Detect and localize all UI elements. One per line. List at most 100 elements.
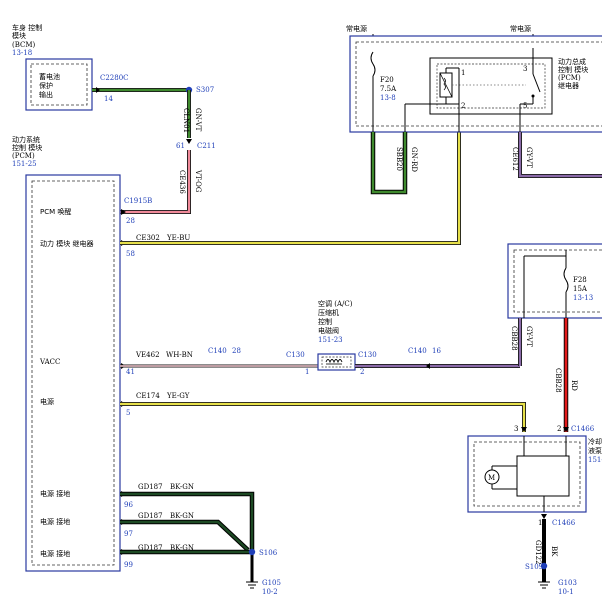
wire-ce436 xyxy=(120,150,191,214)
pcm-title-2: 控制 模块 xyxy=(12,143,42,152)
f28-ref: 13-13 xyxy=(573,294,593,302)
bcm-ref: 13-18 xyxy=(12,49,32,57)
hot-right: 常电源 xyxy=(510,24,531,33)
cbb28-top-circuit: CBB28 xyxy=(510,326,518,351)
f20-name: F20 xyxy=(380,76,394,84)
wire-sbb20 xyxy=(370,132,408,195)
g105-label: G105 xyxy=(262,579,281,587)
gd187-2-circuit: GD187 xyxy=(138,512,163,520)
relay-box[interactable] xyxy=(349,35,602,133)
bcm-pin: 14 xyxy=(104,95,113,103)
ce612-color: GY-VT xyxy=(525,147,533,168)
pcm-ref: 151-25 xyxy=(12,160,37,168)
bcm-inner xyxy=(30,63,88,106)
pcm-row-gnd3-pin: 99 xyxy=(124,561,133,569)
fan-conn: C1466 xyxy=(571,425,595,433)
bcm-inner-3: 输出 xyxy=(39,90,53,99)
ce174-circuit: CE174 xyxy=(136,392,160,400)
ve462-color: WH-BN xyxy=(166,351,193,359)
gd187-3-circuit: GD187 xyxy=(138,544,163,552)
bcm-conn: C2280C xyxy=(100,74,129,82)
ce436-color: VT-OG xyxy=(194,169,202,193)
ac-title-2: 压缩机 xyxy=(318,308,339,317)
fuse-f20[interactable] xyxy=(370,51,376,132)
fuse-f28[interactable] xyxy=(563,267,569,293)
pcm-box xyxy=(25,174,121,572)
sbb20-color: GN-RD xyxy=(410,147,418,172)
f20-rating: 7.5A xyxy=(380,85,397,93)
ac-title-4: 电磁阀 xyxy=(318,326,339,335)
c140-right-arrow xyxy=(426,363,430,369)
fuse-box-2[interactable] xyxy=(507,243,602,319)
coolant-pump-module[interactable]: M xyxy=(467,435,587,513)
f28-rating: 15A xyxy=(573,285,588,293)
ac-clutch-solenoid[interactable]: 空调 (A/C) 压缩机 控制 电磁阀 151-23 xyxy=(317,299,356,371)
wire-gd187-ground xyxy=(120,491,255,582)
cln01-circuit: CLN01 xyxy=(182,108,190,133)
relay-title-1: 动力总成 xyxy=(558,57,586,66)
cbb28-top-color: GY-VT xyxy=(525,326,533,347)
cln01-color: GN-VT xyxy=(194,108,202,132)
fan-title-1: 冷却 xyxy=(588,437,602,446)
g103-ref: 10-1 xyxy=(558,588,574,595)
fan-pin-2: 2 xyxy=(557,425,561,433)
pcm-row-vacc-pin: 41 xyxy=(126,368,135,376)
fan-pin-3: 3 xyxy=(514,425,518,433)
relay-title-3: (PCM) xyxy=(558,74,581,82)
relay-title-4: 继电器 xyxy=(558,81,579,90)
wire-ce174 xyxy=(120,402,526,432)
c140-right-conn: C140 xyxy=(408,347,427,355)
pcm-row-wake-conn: C1915B xyxy=(124,197,152,205)
c140-left-pin: 28 xyxy=(232,347,241,355)
pcm-inner xyxy=(31,180,115,566)
g103-label: G103 xyxy=(558,579,577,587)
pcm-row-wake-pin: 28 xyxy=(126,217,135,225)
bcm-module[interactable]: 车身 控制 模块 (BCM) 13-18 蓄电池 保护 输出 xyxy=(12,23,93,111)
ground-g103-icon xyxy=(538,581,550,589)
motor-icon xyxy=(484,469,500,485)
s109-label: S109 xyxy=(525,563,543,571)
gd187-3-color: BK-GN xyxy=(170,544,194,552)
bcm-pin-arrow xyxy=(96,87,100,93)
gd187-2-color: BK-GN xyxy=(170,512,194,520)
relay-pin-1: 1 xyxy=(461,69,465,77)
f20-ref: 13-8 xyxy=(380,94,396,102)
c130-right-pin: 2 xyxy=(360,368,364,376)
pcm-row-gnd2-pin: 97 xyxy=(124,530,133,538)
splice-s106[interactable] xyxy=(248,548,256,556)
motor-label: M xyxy=(488,474,495,482)
gd122-color: BK xyxy=(550,546,558,557)
relay-title-2: 控制 模块 xyxy=(558,65,588,74)
bcm-title-2: 模块 xyxy=(12,31,26,40)
bcm-inner-2: 保护 xyxy=(39,81,53,90)
bcm-title-1: 车身 控制 xyxy=(12,23,42,32)
bcm-title-3: (BCM) xyxy=(12,41,36,49)
fan-pin3-arrow xyxy=(521,427,527,432)
wire-ce302 xyxy=(120,132,461,245)
pcm-row-gnd1: 电源 接地 xyxy=(40,489,70,498)
c140-left-conn: C140 xyxy=(208,347,227,355)
ve462-circuit: VE462 xyxy=(135,351,160,359)
f28-name: F28 xyxy=(573,276,587,284)
sbb20-circuit: SBB20 xyxy=(395,147,403,171)
fan-pin2-arrow xyxy=(563,427,569,432)
g105-ref: 10-2 xyxy=(262,588,278,595)
c130-right-conn: C130 xyxy=(358,351,377,359)
bcm-inner-1: 蓄电池 xyxy=(39,72,60,81)
ce436-circuit: CE436 xyxy=(178,170,186,194)
fan-bottom-conn: C1466 xyxy=(552,519,576,527)
splice-s109[interactable] xyxy=(540,562,548,570)
bcm-box xyxy=(25,58,93,111)
s307-label: S307 xyxy=(196,86,214,94)
cbb28-red-circuit: CBB28 xyxy=(554,368,562,393)
c130-left-pin: 1 xyxy=(305,368,309,376)
ac-title-1: 空调 (A/C) xyxy=(318,299,353,308)
pcm-row-gnd1-pin: 96 xyxy=(124,501,133,509)
s106-label: S106 xyxy=(259,549,278,557)
pcm-module[interactable]: 动力系统 控制 模块 (PCM) 151-25 xyxy=(12,135,121,572)
relay-pin-5: 5 xyxy=(523,102,527,110)
gd187-1-color: BK-GN xyxy=(170,483,194,491)
cbb28-red-color: RD xyxy=(570,380,578,391)
gd187-1-circuit: GD187 xyxy=(138,483,163,491)
